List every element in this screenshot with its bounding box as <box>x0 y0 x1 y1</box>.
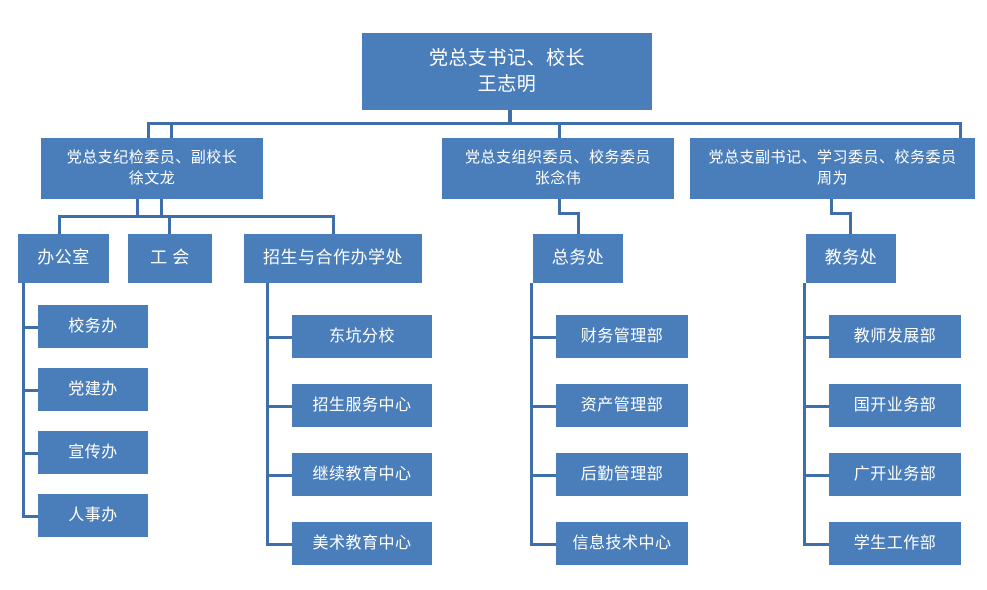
node-academic-affairs-unit-3[interactable]: 广开业务部 <box>829 453 961 496</box>
connector-academic-spine <box>803 283 806 544</box>
connector-general-stub-4 <box>530 543 556 546</box>
node-admissions-unit-2[interactable]: 招生服务中心 <box>292 384 432 427</box>
connector-office-stub-3 <box>22 452 38 455</box>
node-academic-affairs-unit-4-label: 学生工作部 <box>853 534 937 552</box>
node-academic-affairs-unit-4[interactable]: 学生工作部 <box>829 522 961 565</box>
node-admissions-unit-3-label: 继续教育中心 <box>312 465 412 483</box>
node-branch-deputy-secretary[interactable]: 党总支副书记、学习委员、校务委员 周为 <box>690 138 975 199</box>
connector-branch3-elbow <box>830 212 852 215</box>
node-branch-deputy-secretary-name: 周为 <box>816 170 848 187</box>
node-branch-organization-name: 张念伟 <box>534 170 582 187</box>
node-department-general-affairs-label: 总务处 <box>551 248 605 268</box>
node-academic-affairs-unit-3-label: 广开业务部 <box>853 465 937 483</box>
connector-root-stem <box>508 110 512 124</box>
node-office-unit-1-label: 校务办 <box>68 317 118 335</box>
node-branch-discipline-title: 党总支纪检委员、副校长 <box>66 150 238 167</box>
node-admissions-unit-1-label: 东坑分校 <box>328 327 395 345</box>
node-root-name: 王志明 <box>477 73 537 95</box>
node-admissions-unit-4[interactable]: 美术教育中心 <box>292 522 432 565</box>
node-admissions-unit-4-label: 美术教育中心 <box>312 534 412 552</box>
connector-branch1-stem-a <box>136 199 139 217</box>
node-general-affairs-unit-2-label: 资产管理部 <box>580 396 664 414</box>
connector-branch1-to-union <box>168 215 171 234</box>
connector-general-stub-2 <box>530 405 556 408</box>
node-department-office-label: 办公室 <box>37 248 90 268</box>
node-general-affairs-unit-4-label: 信息技术中心 <box>572 534 672 552</box>
node-academic-affairs-unit-2-label: 国开业务部 <box>853 396 937 414</box>
node-branch-deputy-secretary-title: 党总支副书记、学习委员、校务委员 <box>708 150 957 167</box>
connector-academic-stub-4 <box>803 543 829 546</box>
node-general-affairs-unit-3[interactable]: 后勤管理部 <box>556 453 688 496</box>
node-academic-affairs-unit-1[interactable]: 教师发展部 <box>829 315 961 358</box>
connector-branch2-elbow <box>558 212 580 215</box>
node-admissions-unit-3[interactable]: 继续教育中心 <box>292 453 432 496</box>
node-root-title: 党总支书记、校长 <box>428 47 585 69</box>
connector-root-to-branch-1b <box>170 122 173 138</box>
node-academic-affairs-unit-1-label: 教师发展部 <box>853 327 937 345</box>
connector-general-stub-3 <box>530 474 556 477</box>
node-academic-affairs-unit-2[interactable]: 国开业务部 <box>829 384 961 427</box>
node-branch-discipline-name: 徐文龙 <box>128 170 176 187</box>
connector-academic-stub-2 <box>803 405 829 408</box>
node-general-affairs-unit-3-label: 后勤管理部 <box>580 465 664 483</box>
connector-branch3-drop <box>849 212 852 234</box>
connector-office-stub-2 <box>22 389 38 392</box>
connector-branch1-to-office <box>58 215 61 234</box>
node-admissions-unit-1[interactable]: 东坑分校 <box>292 315 432 358</box>
node-branch-discipline[interactable]: 党总支纪检委员、副校长 徐文龙 <box>41 138 263 199</box>
connector-admissions-stub-2 <box>266 405 292 408</box>
connector-general-spine <box>530 283 533 544</box>
connector-admissions-spine <box>266 283 269 544</box>
connector-branch2-drop <box>577 212 580 234</box>
node-admissions-unit-2-label: 招生服务中心 <box>312 396 412 414</box>
connector-root-to-branch-1 <box>147 122 150 138</box>
node-department-union[interactable]: 工 会 <box>128 234 212 283</box>
node-department-academic-affairs[interactable]: 教务处 <box>806 234 896 283</box>
node-department-union-label: 工 会 <box>150 248 190 268</box>
node-general-affairs-unit-1[interactable]: 财务管理部 <box>556 315 688 358</box>
connector-branch1-stem-b <box>160 199 163 217</box>
connector-academic-stub-3 <box>803 474 829 477</box>
connector-branch2-stem <box>558 199 561 215</box>
node-general-affairs-unit-4[interactable]: 信息技术中心 <box>556 522 688 565</box>
connector-root-bus <box>147 122 962 125</box>
connector-office-spine <box>22 283 25 518</box>
node-root[interactable]: 党总支书记、校长 王志明 <box>362 33 652 110</box>
connector-branch1-bus <box>58 215 335 218</box>
node-office-unit-2-label: 党建办 <box>68 380 118 398</box>
node-office-unit-4[interactable]: 人事办 <box>38 494 148 537</box>
node-branch-organization[interactable]: 党总支组织委员、校务委员 张念伟 <box>442 138 674 199</box>
node-department-admissions[interactable]: 招生与合作办学处 <box>244 234 422 283</box>
connector-root-to-branch-3 <box>959 122 962 138</box>
connector-branch1-to-admissions <box>332 215 335 234</box>
node-branch-organization-title: 党总支组织委员、校务委员 <box>464 150 651 167</box>
connector-general-stub-1 <box>530 336 556 339</box>
connector-admissions-stub-1 <box>266 336 292 339</box>
connector-admissions-stub-4 <box>266 543 292 546</box>
connector-branch3-stem <box>830 199 833 215</box>
node-general-affairs-unit-1-label: 财务管理部 <box>580 327 664 345</box>
connector-office-stub-4 <box>22 515 38 518</box>
connector-academic-stub-1 <box>803 336 829 339</box>
node-department-admissions-label: 招生与合作办学处 <box>263 248 403 268</box>
node-general-affairs-unit-2[interactable]: 资产管理部 <box>556 384 688 427</box>
node-office-unit-2[interactable]: 党建办 <box>38 368 148 411</box>
connector-root-to-branch-2 <box>558 122 561 138</box>
node-office-unit-1[interactable]: 校务办 <box>38 305 148 348</box>
node-office-unit-3[interactable]: 宣传办 <box>38 431 148 474</box>
node-department-academic-affairs-label: 教务处 <box>824 248 878 268</box>
node-department-office[interactable]: 办公室 <box>18 234 109 283</box>
node-department-general-affairs[interactable]: 总务处 <box>533 234 623 283</box>
node-office-unit-3-label: 宣传办 <box>68 443 118 461</box>
connector-office-stub-1 <box>22 326 38 329</box>
connector-admissions-stub-3 <box>266 474 292 477</box>
node-office-unit-4-label: 人事办 <box>68 506 118 524</box>
